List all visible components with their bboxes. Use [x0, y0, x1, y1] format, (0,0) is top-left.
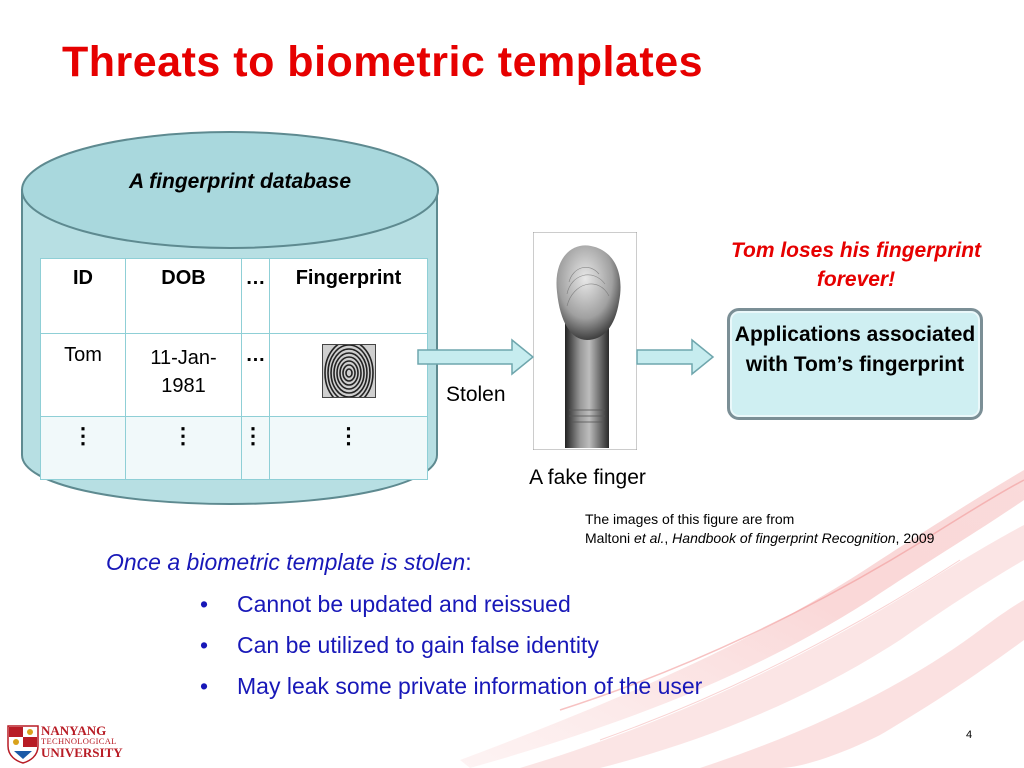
lead-colon: : [465, 549, 472, 575]
citation-year: , 2009 [895, 530, 935, 546]
lead-italic: Once a biometric template is stolen [106, 549, 466, 575]
database-label: A fingerprint database [128, 170, 352, 193]
page-number: 4 [966, 729, 973, 741]
fake-finger-label: A fake finger [529, 466, 646, 489]
bullet-item: • Can be utilized to gain false identity [200, 632, 599, 659]
table-header-row: ID DOB … Fingerprint [40, 258, 428, 334]
cell-more: ⋮ [241, 416, 270, 480]
bullet-text: Cannot be updated and reissued [237, 591, 571, 617]
cell-more: ⋮ [125, 416, 242, 480]
cell-id: Tom [40, 333, 126, 417]
arrow-right-icon [636, 338, 715, 376]
bullet-dot: • [200, 591, 209, 617]
citation-etal: et al. [634, 530, 665, 546]
table-row: Tom 11-Jan-1981 … [40, 333, 428, 417]
cell-dob: 11-Jan-1981 [125, 333, 242, 417]
citation-line1: The images of this figure are from [585, 511, 795, 527]
cell-more: ⋮ [40, 416, 126, 480]
stolen-label: Stolen [446, 383, 506, 406]
bullet-text: Can be utilized to gain false identity [237, 632, 599, 658]
bullet-text: May leak some private information of the… [237, 673, 703, 699]
bullet-item: • May leak some private information of th… [200, 673, 702, 700]
table-row: ⋮ ⋮ ⋮ ⋮ [40, 416, 428, 480]
fingerprint-icon [321, 344, 376, 398]
bullet-dot: • [200, 632, 209, 658]
ntu-logo-text: NANYANG TECHNOLOGICAL UNIVERSITY [41, 723, 123, 760]
logo-line1: NANYANG [41, 723, 107, 738]
citation-author: Maltoni [585, 530, 635, 546]
cell-fingerprint [269, 333, 428, 417]
citation-comma: , [664, 530, 673, 546]
cell-ellipsis: … [241, 333, 270, 417]
arrow-right-icon [417, 338, 535, 376]
header-id: ID [40, 258, 126, 334]
slide-title: Threats to biometric templates [62, 38, 704, 86]
citation: The images of this figure are from Malto… [585, 510, 934, 548]
applications-box [727, 308, 983, 420]
logo-line3: UNIVERSITY [41, 745, 123, 760]
loses-fingerprint-text: Tom loses his fingerprint forever! [730, 239, 982, 291]
cell-more: ⋮ [269, 416, 428, 480]
logo-line2: TECHNOLOGICAL [41, 736, 117, 746]
fingerprint-table: ID DOB … Fingerprint Tom 11-Jan-1981 … [40, 258, 428, 480]
lead-text: Once a biometric template is stolen: [106, 549, 472, 576]
applications-text: Applications associated with Tom’s finge… [734, 323, 976, 376]
bullet-item: • Cannot be updated and reissued [200, 591, 571, 618]
ntu-crest-icon [7, 725, 39, 764]
citation-book: Handbook of fingerprint Recognition [672, 530, 896, 546]
fake-finger-image [533, 232, 637, 450]
bullet-dot: • [200, 673, 209, 699]
